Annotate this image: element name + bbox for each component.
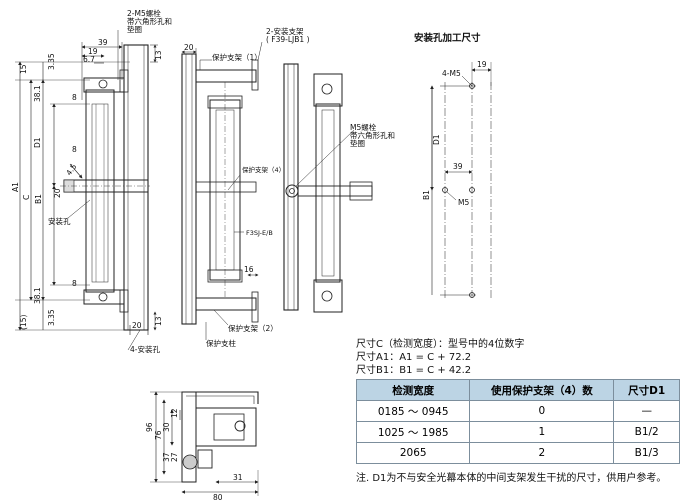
dim-4-5: 4.5 — [64, 162, 78, 177]
table-cell: B1/3 — [613, 442, 680, 464]
table-cell: 0185 ～ 0945 — [355, 400, 471, 422]
dim-13-top: 13 — [154, 50, 163, 60]
dim-16: 16 — [244, 265, 254, 274]
dim-76: 76 — [154, 430, 163, 440]
dim-20: 20 — [53, 188, 62, 198]
dim-13-bottom: 13 — [154, 316, 163, 326]
th-width: 检测宽度 — [355, 379, 471, 401]
dim-19: 19 — [88, 47, 98, 56]
label-guard-1: 保护支架（1） — [212, 52, 262, 62]
table-cell: 1025 ～ 1985 — [355, 421, 471, 443]
label-bracket-top: 2-安装支架 — [266, 26, 304, 36]
label-bolt-top: 2-M5螺栓 — [127, 8, 161, 18]
label-guard-2: 保护支架（2） — [228, 323, 278, 333]
dim-30: 30 — [162, 422, 171, 432]
table-cell: 2 — [469, 442, 615, 464]
spec-table: 检测宽度 使用保护支架（4）数 尺寸D1 0185 ～ 0945 0 — 102… — [355, 379, 680, 464]
dimension-notes: 尺寸C（检测宽度）：型号中的4位数字 尺寸A1：A1 = C + 72.2 尺寸… — [356, 338, 676, 377]
dim-c: C — [22, 195, 31, 200]
table-cell: 0 — [469, 400, 615, 422]
dim-8-mid: 8 — [72, 145, 77, 154]
label-bolt-mid-hex1: 帯六角形孔和 — [350, 130, 395, 140]
label-guard-4: 保护支架（4） — [242, 165, 285, 174]
dim-96: 96 — [145, 422, 154, 432]
dim-19-mount: 19 — [477, 60, 487, 69]
dim-b1: B1 — [34, 194, 43, 204]
table-row: 2065 2 B1/3 — [355, 442, 680, 464]
table-cell: — — [613, 400, 680, 422]
dim-38-1-top: 38.1 — [33, 85, 42, 102]
front-view — [15, 30, 158, 351]
label-m5: M5 — [458, 198, 469, 207]
drawing-labels: 2-M5螺栓 帯六角形孔和 垫圈 2-安装支架 ( F39-LJB1 ) 保护支… — [11, 8, 487, 502]
section-view — [150, 391, 259, 496]
dim-3-35-bottom: 3.35 — [47, 309, 56, 326]
mounting-view — [430, 62, 492, 300]
table-row: 0185 ～ 0945 0 — — [355, 400, 680, 422]
th-d1: 尺寸D1 — [613, 379, 680, 401]
guard-view — [181, 41, 263, 340]
label-bolt-top-hex1: 帯六角形孔和 — [127, 16, 172, 26]
dim-d1: D1 — [33, 137, 42, 148]
dim-27: 27 — [170, 452, 179, 462]
label-bolt-mid-hex2: 垫圈 — [350, 138, 365, 148]
dim-d1-mount: D1 — [432, 134, 441, 145]
dim-39: 39 — [98, 38, 108, 47]
note-c: 尺寸C（检测宽度）：型号中的4位数字 — [356, 339, 525, 350]
table-header-row: 检测宽度 使用保护支架（4）数 尺寸D1 — [355, 379, 680, 401]
mount-title: 安装孔加工尺寸 — [414, 32, 481, 44]
label-mount-hole: 安装孔 — [48, 216, 71, 226]
label-mount-holes-4: 4-安装孔 — [130, 344, 160, 354]
right-view — [283, 63, 373, 313]
dim-b1-mount: B1 — [422, 190, 431, 200]
label-guard-post: 保护支柱 — [206, 338, 236, 348]
dim-3-35-top: 3.35 — [47, 53, 56, 70]
label-model: F3SJ-E/B — [246, 229, 273, 237]
table-cell: B1/2 — [613, 421, 680, 443]
label-bolt-top-hex2: 垫圈 — [127, 24, 142, 34]
dim-20-guard: 20 — [184, 43, 194, 52]
dim-31: 31 — [233, 473, 243, 482]
dim-12: 12 — [170, 408, 179, 418]
dim-38-1-bottom: 38.1 — [33, 287, 42, 304]
label-4m5: 4-M5 — [442, 69, 461, 78]
dim-39-mount: 39 — [453, 162, 463, 171]
dim-6-7: 6.7 — [83, 55, 95, 64]
dim-8-bottom: 8 — [72, 279, 77, 288]
note-a1: 尺寸A1：A1 = C + 72.2 — [356, 352, 472, 363]
dim-15-top: 15 — [19, 64, 28, 74]
label-bracket-model: ( F39-LJB1 ) — [266, 35, 310, 44]
dim-37: 37 — [162, 452, 171, 462]
dim-a1: A1 — [11, 182, 20, 192]
table-cell: 1 — [469, 421, 615, 443]
dim-15-bottom: (15) — [19, 315, 28, 330]
label-bolt-mid: M5螺栓 — [350, 122, 377, 132]
table-row: 1025 ～ 1985 1 B1/2 — [355, 421, 680, 443]
footnote: 注. D1为不与安全光幕本体的中间支架发生干扰的尺寸，供用户参考。 — [356, 473, 667, 484]
dim-80: 80 — [213, 493, 223, 502]
dim-8-top: 8 — [72, 93, 77, 102]
th-guard-count: 使用保护支架（4）数 — [469, 379, 615, 401]
dim-20-bottom: 20 — [132, 321, 142, 330]
table-cell: 2065 — [355, 442, 471, 464]
note-b1: 尺寸B1：B1 = C + 42.2 — [356, 365, 472, 376]
